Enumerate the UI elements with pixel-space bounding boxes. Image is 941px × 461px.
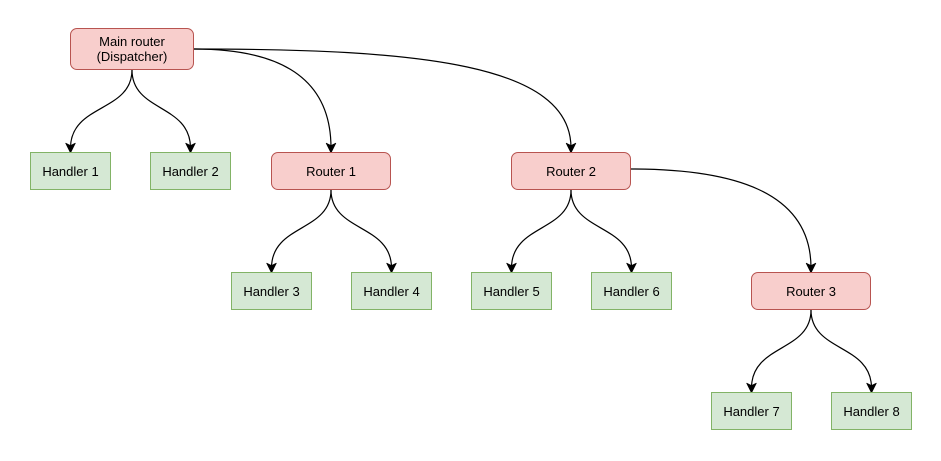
node-label-handler-1: Handler 1 — [42, 163, 99, 179]
node-router-3[interactable]: Router 3 — [751, 272, 871, 310]
node-router-2[interactable]: Router 2 — [511, 152, 631, 190]
node-handler-8[interactable]: Handler 8 — [831, 392, 912, 430]
node-router-1[interactable]: Router 1 — [271, 152, 391, 190]
edge-main-router-to-handler-2 — [131, 69, 196, 154]
edge-main-router-to-handler-1 — [65, 69, 133, 154]
edge-router-2-to-handler-6 — [570, 189, 637, 274]
node-handler-2[interactable]: Handler 2 — [150, 152, 231, 190]
edge-router-3-to-handler-7 — [746, 309, 812, 394]
node-label-handler-7: Handler 7 — [723, 403, 780, 419]
edge-main-router-to-router-1 — [193, 48, 337, 154]
node-label-handler-2: Handler 2 — [162, 163, 219, 179]
node-label-router-3: Router 3 — [786, 283, 836, 299]
node-label-handler-4: Handler 4 — [363, 283, 420, 299]
edge-group — [65, 48, 877, 394]
node-handler-5[interactable]: Handler 5 — [471, 272, 552, 310]
node-label-router-1: Router 1 — [306, 163, 356, 179]
node-main-router[interactable]: Main router (Dispatcher) — [70, 28, 194, 70]
edge-router-1-to-handler-3 — [266, 189, 332, 274]
edge-main-router-to-router-2 — [193, 48, 577, 154]
node-handler-1[interactable]: Handler 1 — [30, 152, 111, 190]
edge-router-2-to-router-3 — [630, 168, 817, 274]
edge-router-2-to-handler-5 — [506, 189, 572, 274]
node-label-handler-5: Handler 5 — [483, 283, 540, 299]
node-handler-7[interactable]: Handler 7 — [711, 392, 792, 430]
edge-router-3-to-handler-8 — [810, 309, 877, 394]
node-label-handler-8: Handler 8 — [843, 403, 900, 419]
node-label-main-router: Main router (Dispatcher) — [96, 34, 168, 64]
edge-router-1-to-handler-4 — [330, 189, 397, 274]
node-handler-6[interactable]: Handler 6 — [591, 272, 672, 310]
node-handler-3[interactable]: Handler 3 — [231, 272, 312, 310]
node-label-router-2: Router 2 — [546, 163, 596, 179]
node-handler-4[interactable]: Handler 4 — [351, 272, 432, 310]
node-label-handler-6: Handler 6 — [603, 283, 660, 299]
node-label-handler-3: Handler 3 — [243, 283, 300, 299]
